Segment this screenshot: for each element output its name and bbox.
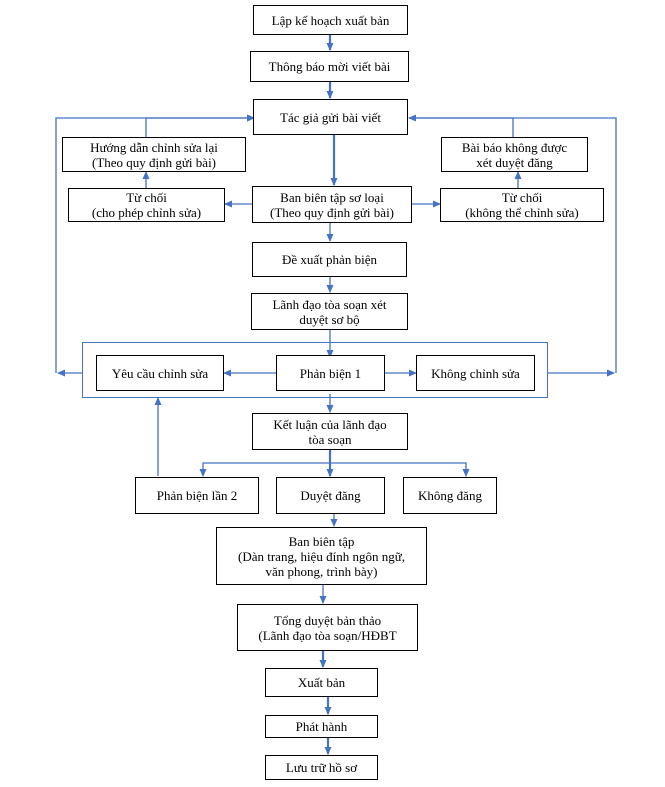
leader-prereview-line2: duyệt sơ bộ: [299, 311, 360, 327]
leader-prereview-box: Lãnh đạo tòa soạn xét duyệt sơ bộ: [251, 293, 408, 330]
reject-publish-label: Không đăng: [418, 488, 482, 503]
reject-final-line2: (không thể chỉnh sửa): [465, 205, 579, 220]
arrow-approve-split-right: [330, 462, 470, 477]
editorial-conclusion-line2: tòa soạn: [308, 431, 352, 447]
revision-guidance-line1: Hướng dẫn chỉnh sửa lại: [90, 139, 218, 155]
author-submit-box: Tác giả gửi bài viết: [253, 99, 408, 135]
call-for-papers-box: Thông báo mời viết bài: [250, 51, 409, 82]
editorial-board-line3: văn phong, trình bày): [265, 563, 378, 579]
arrow-guidance-to-submit: [145, 114, 255, 137]
archive-label: Lưu trữ hồ sơ: [285, 760, 358, 775]
request-revision-box: Yêu cầu chỉnh sửa: [96, 355, 224, 391]
arrow-approve-split-left: [199, 462, 330, 477]
editorial-board-box: Ban biên tập (Dàn trang, hiệu đính ngôn …: [216, 527, 427, 585]
author-submit-label: Tác giả gửi bài viết: [280, 109, 381, 125]
revision-guidance-line2: (Theo quy định gửi bài): [91, 154, 217, 170]
plan-publication-label: Lập kế hoạch xuất bản: [271, 12, 390, 28]
review-1-box: Phản biện 1: [276, 355, 385, 391]
review-2-label: Phản biện lần 2: [156, 488, 238, 503]
final-review-line1: Tổng duyệt bản thảo: [273, 612, 382, 628]
revision-guidance-box: Hướng dẫn chỉnh sửa lại (Theo quy định g…: [62, 137, 246, 172]
approve-publish-box: Duyệt đăng: [276, 477, 385, 514]
arrow-group-right-feedback: [408, 114, 617, 373]
prescreen-line1: Ban biên tập sơ loại: [280, 189, 384, 205]
not-accepted-line2: xét duyệt đăng: [476, 154, 553, 170]
publish-label: Xuất bản: [297, 675, 346, 690]
reject-editable-line1: Từ chối: [126, 190, 167, 205]
not-accepted-box: Bài báo không được xét duyệt đăng: [441, 137, 588, 172]
call-for-papers-label: Thông báo mời viết bài: [268, 59, 391, 74]
editorial-conclusion-line1: Kết luận của lãnh đạo: [273, 416, 387, 432]
arrow-group-left-feedback: [55, 114, 255, 373]
review-1-label: Phản biện 1: [299, 365, 362, 381]
propose-review-label: Đề xuất phản biện: [282, 252, 377, 267]
prescreen-line2: (Theo quy định gửi bài): [269, 204, 395, 220]
review-group: [82, 342, 548, 398]
plan-publication-box: Lập kế hoạch xuất bản: [253, 5, 408, 35]
connector-notaccepted-to-submit: [409, 117, 514, 137]
editorial-board-line2: (Dàn trang, hiệu đính ngôn ngữ,: [238, 548, 405, 564]
no-revision-box: Không chỉnh sửa: [416, 355, 535, 391]
review-2-box: Phản biện lần 2: [135, 477, 259, 514]
not-accepted-line1: Bài báo không được: [461, 139, 568, 155]
prescreen-box: Ban biên tập sơ loại (Theo quy định gửi …: [252, 186, 412, 223]
reject-editable-line2: (cho phép chỉnh sửa): [91, 205, 202, 220]
request-revision-label: Yêu cầu chỉnh sửa: [111, 365, 209, 381]
propose-review-box: Đề xuất phản biện: [252, 242, 407, 277]
approve-publish-label: Duyệt đăng: [300, 488, 361, 503]
reject-final-line1: Từ chối: [501, 190, 543, 205]
leader-prereview-line1: Lãnh đạo tòa soạn xét: [272, 296, 387, 312]
editorial-conclusion-box: Kết luận của lãnh đạo tòa soạn: [252, 413, 408, 450]
final-review-box: Tổng duyệt bản thảo (Lãnh đạo tòa soạn/H…: [237, 604, 418, 651]
release-box: Phát hành: [265, 715, 378, 738]
archive-box: Lưu trữ hồ sơ: [265, 755, 378, 780]
reject-final-box: Từ chối (không thể chỉnh sửa): [440, 188, 604, 222]
editorial-board-line1: Ban biên tập: [288, 533, 355, 549]
reject-publish-box: Không đăng: [403, 477, 497, 514]
publish-box: Xuất bản: [265, 668, 378, 697]
no-revision-label: Không chỉnh sửa: [431, 365, 520, 381]
reject-editable-box: Từ chối (cho phép chỉnh sửa): [68, 188, 225, 222]
final-review-line2: (Lãnh đạo tòa soạn/HĐBT: [258, 627, 397, 643]
release-label: Phát hành: [295, 719, 348, 734]
